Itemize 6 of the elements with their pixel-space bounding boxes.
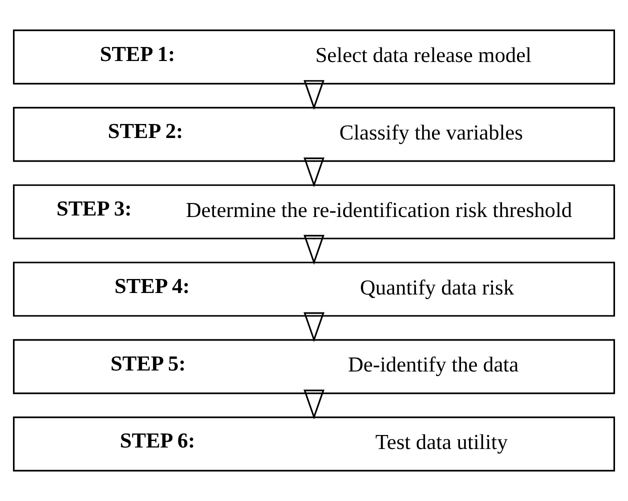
arrow (304, 312, 324, 342)
arrow (304, 234, 324, 265)
node-box: STEP 6: Test data utility (12, 416, 616, 472)
arrow (304, 80, 324, 110)
arrow (304, 157, 324, 188)
arrow (304, 390, 324, 420)
